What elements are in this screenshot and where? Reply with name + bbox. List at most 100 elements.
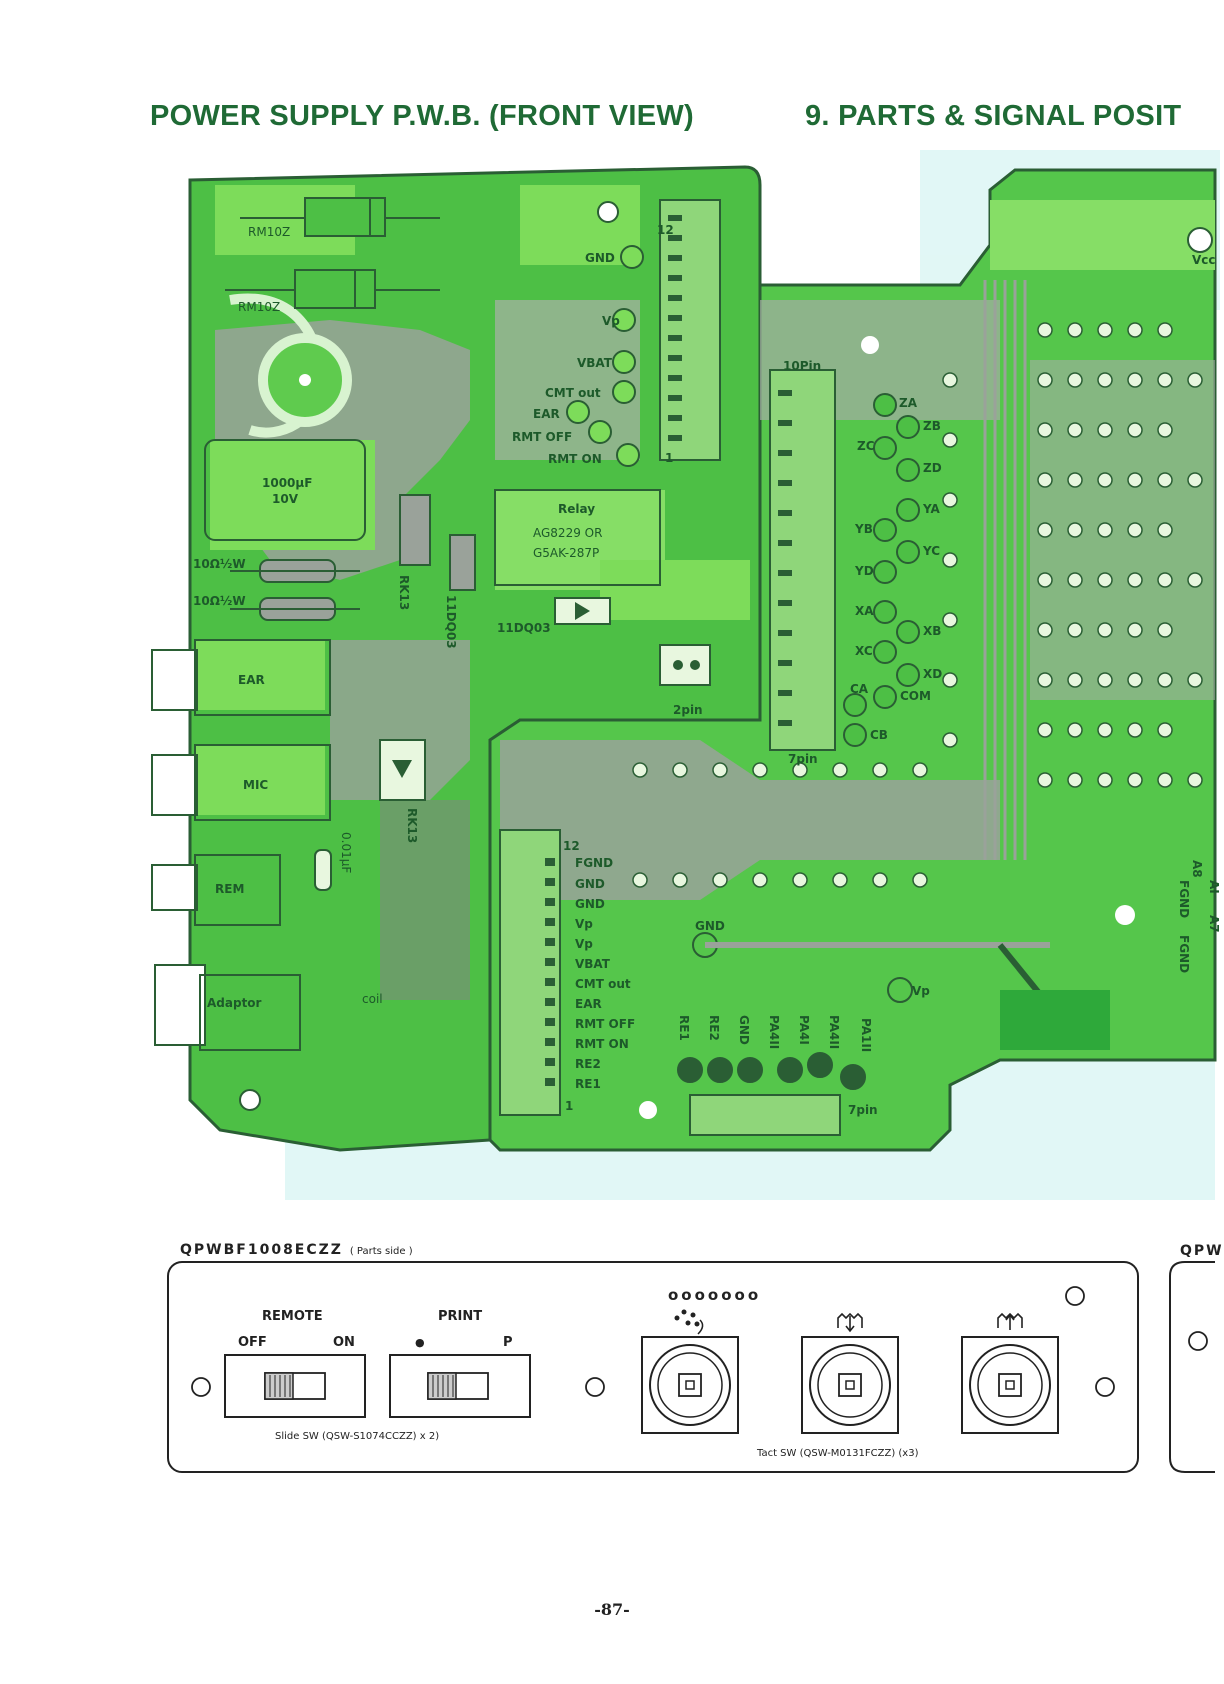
label-cmt-out: CMT out xyxy=(545,386,601,400)
label-xb: XB xyxy=(923,624,941,638)
label-fgnd-r1: FGND xyxy=(1177,880,1191,918)
paper-up-icon xyxy=(997,1312,1023,1330)
parts-side-text: ( Parts side ) xyxy=(349,1246,413,1257)
label-pa4ii-b: PA4II xyxy=(827,1015,841,1049)
label-pa4i: PA4I xyxy=(797,1015,811,1045)
label-rk13-a: RK13 xyxy=(397,575,411,610)
label-za: ZA xyxy=(899,396,918,410)
label-ear: EAR xyxy=(533,407,560,421)
label-a8: A8 xyxy=(1190,860,1204,878)
paper-down-icon xyxy=(837,1312,863,1333)
label-zc: ZC xyxy=(857,439,875,453)
label-vcc: Vcc xyxy=(1192,253,1216,267)
label-pin1-top: 1 xyxy=(665,451,673,465)
label-7pin-b: 7pin xyxy=(848,1103,878,1117)
label-yb: YB xyxy=(854,522,873,536)
label-yc: YC xyxy=(922,544,940,558)
power-supply-board xyxy=(151,165,762,1152)
label-pa4ii: PA4II xyxy=(767,1015,781,1049)
label-rm10z-2: RM10Z xyxy=(238,300,280,314)
remote-off-label: OFF xyxy=(238,1335,267,1350)
label-cb: CB xyxy=(870,728,888,742)
label-relay-p2: G5AK-287P xyxy=(533,546,599,560)
label-com: COM xyxy=(900,689,931,703)
label-vp-right: Vp xyxy=(912,984,930,998)
label-jack-mic: MIC xyxy=(243,778,268,792)
part-code-right: QPW xyxy=(1180,1243,1224,1259)
slide-switch-caption: Slide SW (QSW-S1074CCZZ) x 2) xyxy=(275,1431,440,1442)
label-bot-gnd1: GND xyxy=(575,877,605,891)
label-yd: YD xyxy=(854,564,874,578)
label-cap-v: 10V xyxy=(272,492,299,506)
label-rk13-b: RK13 xyxy=(405,808,419,843)
label-bot-cmt: CMT out xyxy=(575,977,631,991)
label-11dq03-v: 11DQ03 xyxy=(444,595,458,649)
tact-switch-feed xyxy=(641,1336,739,1434)
label-pin12-top: 12 xyxy=(657,223,674,237)
label-pin12-bot: 12 xyxy=(563,839,580,853)
label-bot-rmt-off: RMT OFF xyxy=(575,1017,635,1031)
label-res1: 10Ω½W xyxy=(193,557,246,571)
label-bot-re1: RE1 xyxy=(575,1077,601,1091)
label-res2: 10Ω½W xyxy=(193,594,246,608)
label-pa1ii: PA1II xyxy=(859,1018,873,1052)
print-dot-label: ● xyxy=(415,1336,425,1349)
switch-panel: REMOTE OFF ON PRINT ● P ooooooo xyxy=(167,1261,1215,1473)
label-7pin-a: 7pin xyxy=(788,752,818,766)
label-xd: XD xyxy=(923,667,942,681)
label-ca: CA xyxy=(850,682,869,696)
label-bot-vp1: Vp xyxy=(575,917,593,931)
tact-switch-caption: Tact SW (QSW-M0131FCZZ) (x3) xyxy=(757,1448,919,1459)
label-ai: AI xyxy=(1207,880,1221,894)
label-gnd-v: GND xyxy=(737,1015,751,1045)
label-fgnd-r2: FGND xyxy=(1177,935,1191,973)
label-bot-re2: RE2 xyxy=(575,1057,601,1071)
label-relay-p1: AG8229 OR xyxy=(533,526,602,540)
label-2pin: 2pin xyxy=(673,703,703,717)
print-label: PRINT xyxy=(438,1309,482,1324)
print-slide-switch xyxy=(389,1354,531,1418)
label-re2: RE2 xyxy=(707,1015,721,1041)
print-p-label: P xyxy=(503,1335,513,1350)
label-xa: XA xyxy=(855,604,874,618)
label-jack-rem: REM xyxy=(215,882,244,896)
label-cap: 1000μF xyxy=(262,476,312,490)
label-a7: A7 xyxy=(1207,915,1221,933)
label-pin1-bot: 1 xyxy=(565,1099,573,1113)
label-bot-vbat: VBAT xyxy=(575,957,611,971)
label-bot-fgnd: FGND xyxy=(575,856,613,870)
remote-label: REMOTE xyxy=(262,1309,323,1324)
part-code: QPWBF1008ECZZ ( Parts side ) xyxy=(180,1242,413,1258)
page-number: -87- xyxy=(594,1600,630,1619)
page-title-right: 9. PARTS & SIGNAL POSIT xyxy=(805,100,1182,132)
label-xc: XC xyxy=(855,644,873,658)
label-zd: ZD xyxy=(923,461,942,475)
label-rmt-off: RMT OFF xyxy=(512,430,572,444)
tact-switch-down xyxy=(801,1336,899,1434)
part-code-text: QPWBF1008ECZZ xyxy=(180,1242,343,1258)
label-bot-rmt-on: RMT ON xyxy=(575,1037,629,1051)
label-bot-gnd2: GND xyxy=(575,897,605,911)
label-re1: RE1 xyxy=(677,1015,691,1041)
label-11dq03-h: 11DQ03 xyxy=(497,621,551,635)
label-ya: YA xyxy=(922,502,941,516)
label-rmt-on: RMT ON xyxy=(548,452,602,466)
label-vbat: VBAT xyxy=(577,356,613,370)
remote-slide-switch xyxy=(224,1354,366,1418)
label-coil: coil xyxy=(362,992,383,1006)
label-bot-ear: EAR xyxy=(575,997,602,1011)
label-gnd: GND xyxy=(585,251,615,265)
label-vp: Vp xyxy=(602,314,620,328)
pcb-labels: RM10Z RM10Z GND Vp VBAT CMT out EAR RMT … xyxy=(193,223,1221,1117)
page-title-left: POWER SUPPLY P.W.B. (FRONT VIEW) xyxy=(150,100,695,132)
label-relay: Relay xyxy=(558,502,595,516)
label-zb: ZB xyxy=(923,419,941,433)
label-rm10z-1: RM10Z xyxy=(248,225,290,239)
tact-switch-up xyxy=(961,1336,1059,1434)
logic-board xyxy=(488,168,1217,1152)
label-jack-ear: EAR xyxy=(238,673,265,687)
label-10pin: 10Pin xyxy=(783,359,821,373)
indicator-dots: ooooooo xyxy=(668,1286,761,1304)
label-jack-adaptor: Adaptor xyxy=(207,996,262,1010)
label-bot-vp2: Vp xyxy=(575,937,593,951)
